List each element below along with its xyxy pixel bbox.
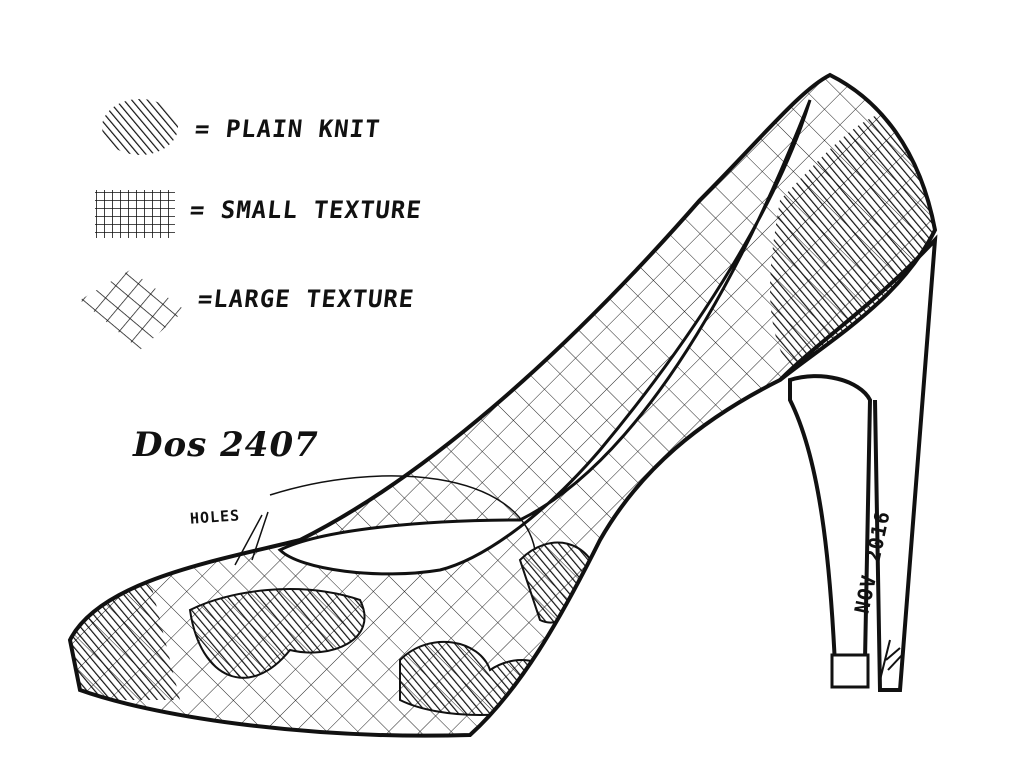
annotation-arrow [269,475,536,551]
shoe-outline [67,72,938,738]
legend-swatch-large-texture [80,270,185,350]
holes-label: HOLES [189,506,241,528]
legend-label-small-texture: = SMALL TEXTURE [188,196,424,224]
holes-pointer [234,511,269,566]
legend-label-large-texture: =LARGE TEXTURE [196,285,416,313]
heel-tip [830,653,870,689]
shoe-heel [778,234,938,692]
shoe-opening [277,99,812,576]
signature [879,639,903,681]
legend-swatch-small-texture [95,190,175,238]
legend-swatch-plain-knit [102,99,178,155]
legend-label-plain-knit: = PLAIN KNIT [193,115,382,143]
model-code: Dos 2407 [133,425,319,465]
shoe-upper [70,75,935,736]
